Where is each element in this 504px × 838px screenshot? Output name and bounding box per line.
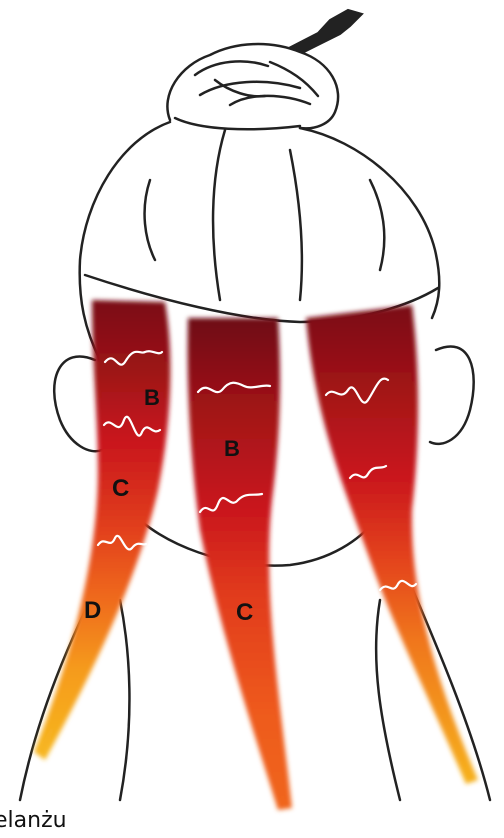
label-left-b: B (144, 385, 160, 410)
label-left-d: D (84, 597, 101, 624)
hair-bun (167, 44, 338, 129)
label-mid-b: B (224, 436, 240, 461)
middle-hair-section (188, 318, 292, 810)
label-left-c: C (112, 475, 129, 502)
right-hair-section (306, 305, 478, 784)
label-mid-c: C (236, 599, 253, 626)
left-hair-section (34, 300, 170, 760)
caption-text: elanżu (0, 808, 67, 833)
